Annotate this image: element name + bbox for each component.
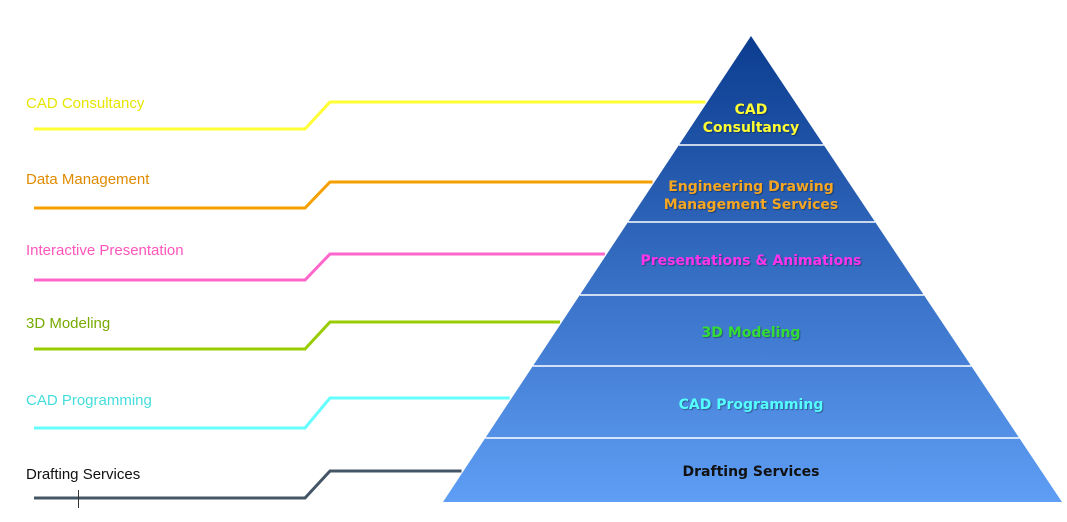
label-cad-consultancy: CAD Consultancy [26, 95, 145, 112]
tier-3d-modeling: 3D Modeling [551, 324, 951, 342]
leader-line-cad-programming [34, 396, 510, 430]
leader-line-interactive-presentation [34, 252, 605, 282]
leader-line-drafting-services [34, 469, 462, 500]
band-dividers [485, 144, 1020, 439]
tier-drafting-services: Drafting Services [551, 463, 951, 481]
pyramid-shape [443, 36, 1062, 502]
tier-text-data-management-line-2: Management Services [663, 197, 839, 213]
tier-text-cad-programming-line-1: CAD Programming [678, 397, 824, 413]
leader-line-data-management [34, 180, 653, 210]
text-cursor [78, 490, 79, 508]
tier-text-3d-modeling-line-1: 3D Modeling [701, 325, 801, 341]
tier-text-cad-consultancy-line-1: CAD [734, 102, 768, 118]
label-3d-modeling: 3D Modeling [26, 315, 111, 332]
tier-text-drafting-services-line-1: Drafting Services [682, 464, 820, 480]
tier-cad-programming: CAD Programming [551, 396, 951, 414]
leader-line-cad-consultancy [34, 100, 706, 131]
leader-line-3d-modeling [34, 320, 560, 351]
tier-cad-consultancy: CAD Consultancy [551, 101, 951, 137]
label-interactive-presentation: Interactive Presentation [26, 242, 184, 259]
label-cad-programming: CAD Programming [26, 392, 152, 409]
label-drafting-services: Drafting Services [26, 466, 141, 483]
tier-text-data-management-line-1: Engineering Drawing [668, 179, 834, 195]
label-data-management: Data Management [26, 171, 150, 188]
tier-text-cad-consultancy-line-2: Consultancy [702, 120, 800, 136]
tier-text-interactive-presentation-line-1: Presentations & Animations [640, 253, 862, 269]
leader-lines [34, 100, 706, 500]
tier-interactive-presentation: Presentations & Animations [551, 252, 951, 270]
